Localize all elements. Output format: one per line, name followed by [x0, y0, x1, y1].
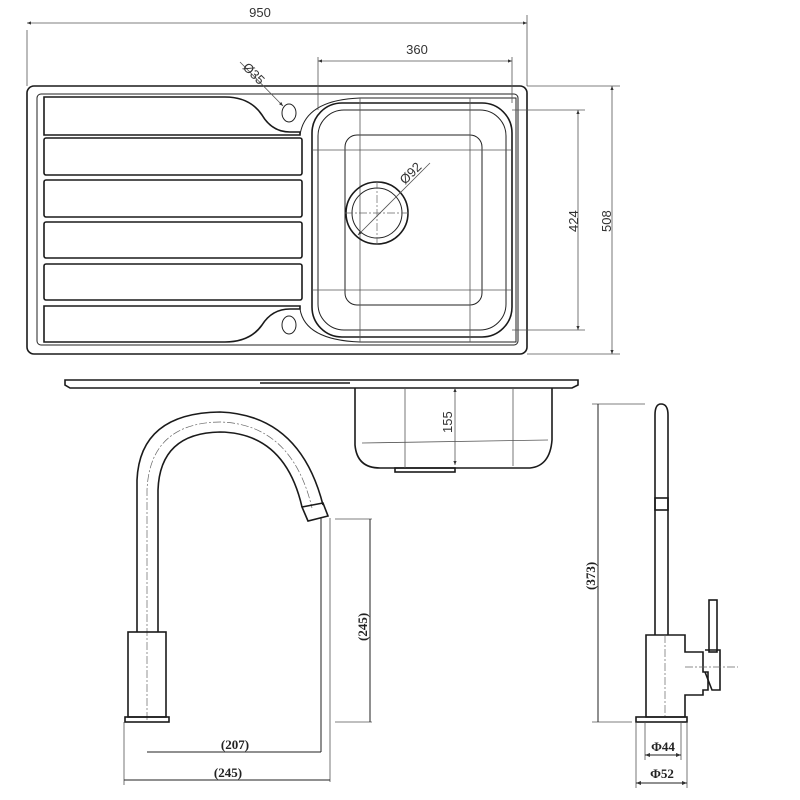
body-diameter-label: Φ44 — [651, 739, 675, 754]
tap-front-view: (245) (207) (245) — [123, 411, 372, 785]
spout-reach-center-label: (207) — [221, 737, 249, 752]
total-height-label: (373) — [583, 562, 598, 590]
spout-reach-total-label: (245) — [214, 765, 242, 780]
waste-outlet: Ø92 — [345, 159, 431, 245]
tap-hole-bottom — [281, 315, 297, 335]
overall-length-label: 508 — [599, 210, 614, 232]
bowl-width-label: 360 — [406, 42, 428, 57]
bowl-depth-label: 155 — [440, 411, 455, 433]
drainer-ribs — [43, 96, 303, 343]
tap-hole-top — [281, 103, 297, 123]
base-diameter-label: Φ52 — [650, 766, 674, 781]
sink-side-view: 155 — [64, 379, 579, 473]
sink-top-view: Ø92 950 360 Ø35 424 508 — [26, 5, 620, 355]
spout-height-label: (245) — [355, 613, 370, 641]
tap-side-view: (373) Φ44 Φ52 — [583, 403, 738, 788]
waste-diameter-label: Ø92 — [397, 159, 425, 187]
tap-hole-diameter-label: Ø35 — [240, 60, 268, 88]
overall-width-label: 950 — [249, 5, 271, 20]
bowl-length-label: 424 — [566, 210, 581, 232]
sink-bowl — [299, 97, 517, 343]
